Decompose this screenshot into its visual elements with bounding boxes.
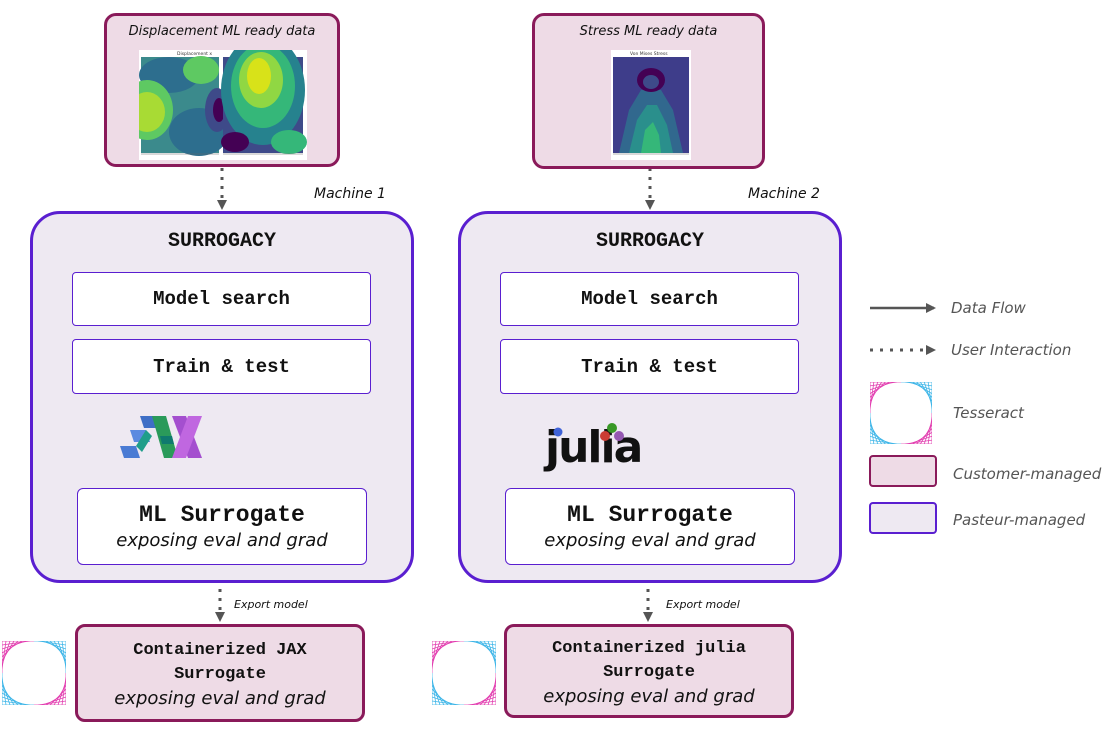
legend-tesseract-label: Tesseract	[953, 404, 1024, 422]
machine-2-surrogate-title: ML Surrogate	[567, 502, 733, 528]
machine-2-heading: SURROGACY	[595, 230, 705, 253]
machine-1-train-test: Train & test	[72, 339, 371, 394]
displacement-data-title: Displacement ML ready data	[128, 24, 316, 39]
tesseract-icon	[432, 641, 496, 705]
julia-output-subtitle: exposing eval and grad	[543, 686, 755, 707]
containerized-jax-surrogate: Containerized JAX Surrogate exposing eva…	[75, 624, 365, 722]
legend-pasteur-swatch	[869, 502, 937, 534]
displacement-data-card: Displacement ML ready data Displacement …	[104, 13, 340, 167]
jax-output-subtitle: exposing eval and grad	[114, 688, 326, 709]
legend-data-flow-label: Data Flow	[951, 299, 1026, 317]
machine-1-heading: SURROGACY	[167, 230, 277, 253]
machine-1-label: Machine 1	[314, 186, 386, 202]
legend-pasteur-managed-label: Pasteur-managed	[953, 511, 1086, 529]
julia-logo: julia	[545, 420, 643, 476]
legend-user-interaction-label: User Interaction	[951, 341, 1072, 359]
stress-data-card: Stress ML ready data Von Mises Stress	[532, 13, 765, 169]
machine-2-model-search: Model search	[500, 272, 799, 326]
jax-output-line2: Surrogate	[174, 665, 266, 684]
machine-1-surrogate-title: ML Surrogate	[139, 502, 305, 528]
jax-logo	[120, 416, 202, 458]
stress-plot-title: Von Mises Stress	[630, 51, 668, 57]
julia-output-line1: Containerized julia	[552, 639, 746, 658]
machine-2-ml-surrogate: ML Surrogate exposing eval and grad	[505, 488, 795, 565]
legend-customer-swatch	[869, 455, 937, 487]
tesseract-icon	[870, 382, 932, 444]
stress-data-title: Stress ML ready data	[579, 24, 718, 39]
machine-1-model-search: Model search	[72, 272, 371, 326]
plot-left-title: Displacement x	[177, 51, 212, 57]
machine-2-train-test: Train & test	[500, 339, 799, 394]
stress-plot: Von Mises Stress	[611, 50, 691, 160]
displacement-plot: Displacement x Displacement y	[139, 50, 307, 160]
jax-output-line1: Containerized JAX	[133, 641, 307, 660]
machine-2-panel: SURROGACY Model search Train & test juli…	[458, 211, 842, 583]
machine-1-surrogate-subtitle: exposing eval and grad	[116, 530, 328, 551]
machine-2-label: Machine 2	[748, 186, 820, 202]
julia-output-line2: Surrogate	[603, 663, 695, 682]
containerized-julia-surrogate: Containerized julia Surrogate exposing e…	[504, 624, 794, 718]
machine-1-export-label: Export model	[234, 598, 308, 611]
julia-dots-icon	[553, 423, 624, 441]
machine-2-export-label: Export model	[666, 598, 740, 611]
tesseract-icon	[2, 641, 66, 705]
legend-customer-managed-label: Customer-managed	[953, 465, 1102, 483]
machine-1-panel: SURROGACY Model search Train & test ML S…	[30, 211, 414, 583]
machine-2-surrogate-subtitle: exposing eval and grad	[544, 530, 756, 551]
machine-1-ml-surrogate: ML Surrogate exposing eval and grad	[77, 488, 367, 565]
